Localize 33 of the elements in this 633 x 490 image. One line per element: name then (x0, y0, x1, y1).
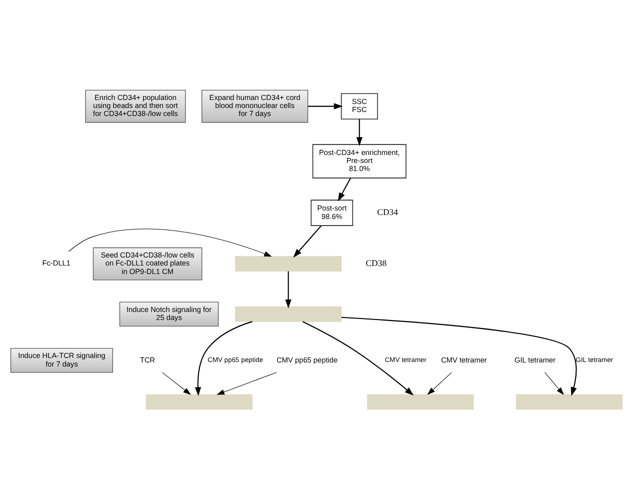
arrow (544, 372, 564, 394)
node-box: Enrich CD34+ population using beads and then sort for CD34+CD38-/low cells (85, 89, 186, 122)
arrow (338, 177, 352, 201)
node-box: Induce Notch signaling for 25 days (119, 301, 219, 326)
node-text: GIL tetramer (514, 354, 556, 364)
label: CD34 (377, 206, 398, 217)
label: CD38 (366, 258, 387, 268)
node-bar (516, 394, 623, 410)
node-bar (146, 394, 252, 410)
arrow (285, 270, 292, 308)
node-text: CMV tetramer (441, 354, 487, 364)
arrow (341, 316, 577, 396)
node-text: TCR (140, 354, 156, 364)
arrow (216, 372, 277, 394)
node-bar (235, 256, 342, 272)
arrow (308, 102, 343, 109)
node-text: Fc-DLL1 (42, 258, 70, 268)
arrow (356, 118, 363, 146)
arrow (68, 228, 272, 256)
arrow (293, 224, 322, 258)
arrow (194, 320, 252, 396)
node-box: Expand human CD34+ cord blood mononuclear cells for 7 days (202, 89, 308, 122)
node-box: Post-sort 98.6% (310, 199, 354, 226)
node-box: SSC FSC (340, 92, 378, 119)
arrow (427, 372, 452, 394)
arrow (162, 372, 191, 394)
node-box: Induce HLA-TCR signaling for 7 days (10, 347, 114, 372)
node-bar (235, 306, 342, 322)
arrow (302, 320, 414, 395)
node-box: Seed CD34+CD38-/low cells on Fc-DLL1 coated plates in OP9-DL1 CM (92, 246, 202, 280)
node-box: Post-CD34+ enrichment, Pre-sort 81.0% (312, 144, 406, 178)
node-bar (367, 394, 474, 410)
node-text: CMV pp65 peptide (276, 354, 338, 364)
